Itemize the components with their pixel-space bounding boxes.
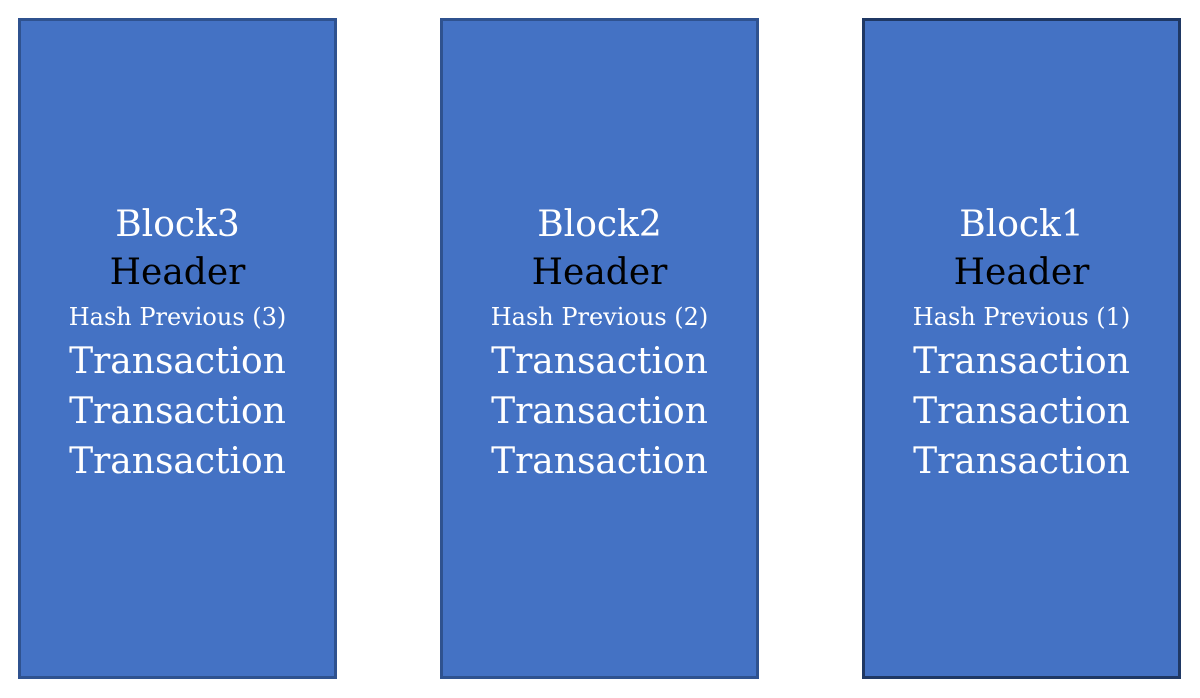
block-title: Block2 xyxy=(537,203,662,245)
transaction-label: Transaction xyxy=(491,340,708,382)
hash-previous-label: Hash Previous (2) xyxy=(490,302,709,331)
block-header-label: Header xyxy=(109,251,246,293)
block-1-content: Block1 Header Hash Previous (1) Transact… xyxy=(913,201,1131,487)
transaction-label: Transaction xyxy=(913,340,1130,382)
block-2-content: Block2 Header Hash Previous (2) Transact… xyxy=(491,201,709,487)
block-1: Block1 Header Hash Previous (1) Transact… xyxy=(862,18,1181,679)
block-2: Block2 Header Hash Previous (2) Transact… xyxy=(440,18,759,679)
block-header-label: Header xyxy=(953,251,1090,293)
transaction-label: Transaction xyxy=(491,390,708,432)
block-title: Block1 xyxy=(959,203,1084,245)
block-3-content: Block3 Header Hash Previous (3) Transact… xyxy=(69,201,287,487)
hash-previous-label: Hash Previous (3) xyxy=(68,302,287,331)
transaction-label: Transaction xyxy=(491,440,708,482)
block-title: Block3 xyxy=(115,203,240,245)
hash-previous-label: Hash Previous (1) xyxy=(912,302,1131,331)
transaction-label: Transaction xyxy=(913,440,1130,482)
block-3: Block3 Header Hash Previous (3) Transact… xyxy=(18,18,337,679)
transaction-label: Transaction xyxy=(69,440,286,482)
transaction-label: Transaction xyxy=(69,340,286,382)
block-header-label: Header xyxy=(531,251,668,293)
transaction-label: Transaction xyxy=(913,390,1130,432)
transaction-label: Transaction xyxy=(69,390,286,432)
